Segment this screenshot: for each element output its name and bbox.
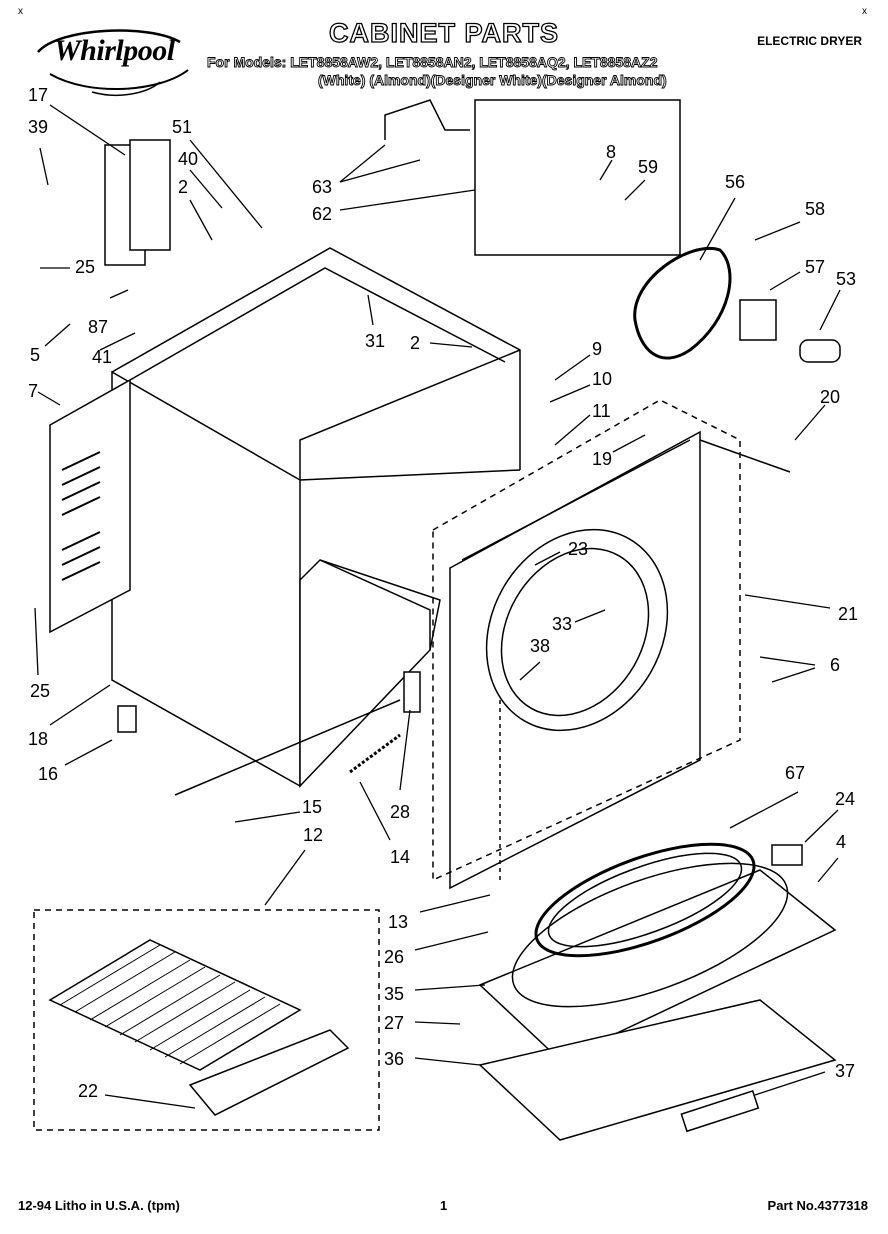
callout-6: 6 — [830, 655, 841, 675]
callout-2-middle: 2 — [410, 333, 421, 353]
control-knob — [799, 339, 841, 363]
kick-plate — [680, 1090, 760, 1133]
callout-28: 28 — [390, 802, 411, 822]
model-colors: (White) (Almond)(Designer White)(Designe… — [318, 72, 668, 89]
corner-mark-top-right: x — [862, 6, 867, 17]
callout-27: 27 — [384, 1013, 405, 1033]
callout-17: 17 — [28, 85, 49, 105]
top-panel — [478, 869, 837, 1061]
callout-2-upper: 2 — [178, 177, 189, 197]
callout-87: 87 — [88, 317, 109, 337]
callout-21: 21 — [838, 604, 859, 624]
callout-14: 14 — [390, 847, 411, 867]
footer-print-info: 12-94 Litho in U.S.A. (tpm) — [18, 1198, 180, 1213]
callout-18: 18 — [28, 729, 49, 749]
callout-23: 23 — [568, 539, 589, 559]
front-panel — [449, 430, 701, 890]
callout-7: 7 — [28, 381, 39, 401]
callout-8: 8 — [606, 142, 617, 162]
callout-56: 56 — [725, 172, 746, 192]
callout-12: 12 — [303, 825, 324, 845]
heater-box — [33, 909, 380, 1131]
callout-40: 40 — [178, 149, 199, 169]
brand-wordmark: Whirlpool — [54, 34, 175, 67]
callout-19: 19 — [592, 449, 613, 469]
drive-belt — [633, 247, 732, 360]
cabinet-side-panel — [111, 370, 301, 788]
callout-58: 58 — [805, 199, 826, 219]
callout-25-lower: 25 — [30, 681, 51, 701]
whirlpool-logo — [30, 22, 195, 102]
callout-37: 37 — [835, 1061, 856, 1081]
door-seal — [534, 842, 756, 958]
callout-57: 57 — [805, 257, 826, 277]
callout-9: 9 — [592, 339, 603, 359]
corner-mark-top-left: x — [18, 6, 23, 17]
model-list: For Models: LET8858AW2, LET8858AN2, LET8… — [207, 54, 658, 71]
callout-26: 26 — [384, 947, 405, 967]
motor-box — [474, 99, 681, 256]
footer-part-number: Part No.4377318 — [767, 1198, 868, 1213]
footer-page-number: 1 — [440, 1198, 448, 1213]
callout-53: 53 — [836, 269, 857, 289]
callout-4: 4 — [836, 832, 847, 852]
callout-13: 13 — [388, 912, 409, 932]
door-strike — [771, 844, 803, 866]
callout-15: 15 — [302, 797, 323, 817]
idler-bracket — [739, 299, 777, 341]
cabinet-top-rim — [111, 247, 521, 470]
heater-grid — [48, 939, 302, 1071]
callout-59: 59 — [638, 157, 659, 177]
toe-panel — [478, 999, 837, 1141]
callout-20: 20 — [820, 387, 841, 407]
heater-handle — [188, 1029, 350, 1116]
callout-51: 51 — [172, 117, 193, 137]
appliance-category: ELECTRIC DRYER — [757, 34, 862, 48]
callout-35: 35 — [384, 984, 405, 1004]
callout-10: 10 — [592, 369, 613, 389]
callout-67: 67 — [785, 763, 806, 783]
page-title: CABINET PARTS — [328, 17, 559, 48]
callout-16: 16 — [38, 764, 59, 784]
callout-25-upper: 25 — [75, 257, 96, 277]
callout-63: 63 — [312, 177, 333, 197]
rear-access-panel — [49, 378, 131, 634]
top-panel-opening — [511, 862, 789, 1008]
callout-39: 39 — [28, 117, 49, 137]
callout-38: 38 — [530, 636, 551, 656]
callout-36: 36 — [384, 1049, 405, 1069]
callout-24: 24 — [835, 789, 856, 809]
hinge-spring — [349, 733, 401, 774]
door-opening — [485, 528, 669, 732]
callout-62: 62 — [312, 204, 333, 224]
callout-41: 41 — [92, 347, 113, 367]
callout-11: 11 — [592, 401, 611, 421]
callout-5: 5 — [30, 345, 41, 365]
callout-22: 22 — [78, 1081, 99, 1101]
leveling-leg — [117, 705, 137, 733]
callout-33: 33 — [552, 614, 573, 634]
callout-31: 31 — [365, 331, 386, 351]
